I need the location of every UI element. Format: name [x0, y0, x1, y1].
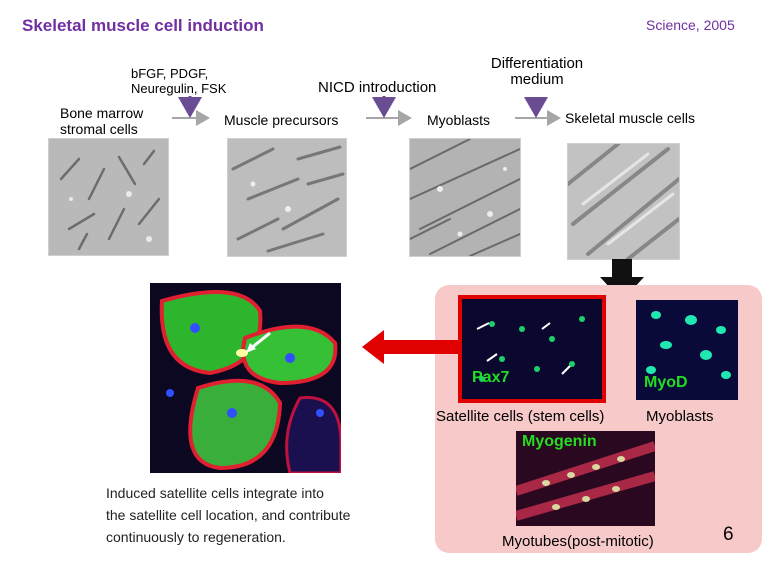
- page-number: 6: [723, 524, 734, 545]
- myogenin-marker-label: Myogenin: [522, 433, 597, 450]
- citation: Science, 2005: [646, 17, 735, 33]
- myod-image: MyoD: [636, 300, 738, 400]
- pax7-marker-label: Pax7: [472, 369, 510, 386]
- stage-precursors-label: Muscle precursors: [224, 112, 339, 128]
- myod-marker-label: MyoD: [644, 374, 688, 391]
- regeneration-caption: Induced satellite cells integrate into t…: [106, 485, 351, 545]
- myogenin-image: Myogenin: [516, 431, 655, 526]
- stage-skeletal-label: Skeletal muscle cells: [565, 110, 695, 126]
- pax7-image: Pax7: [458, 295, 606, 403]
- nicd-label: NICD introduction: [318, 79, 437, 96]
- myogenin-caption: Myotubes(post-mitotic): [502, 533, 654, 550]
- stage-bone-marrow-label: Bone marrow stromal cells: [60, 105, 144, 137]
- satellite-cell-fluorescence-image: [150, 283, 341, 473]
- red-arrow-icon: [362, 330, 460, 364]
- slide-title: Skeletal muscle cell induction: [22, 16, 264, 35]
- down-arrow-icon: [600, 259, 644, 301]
- micrograph-bone-marrow: [48, 138, 169, 256]
- micrograph-myoblasts: [409, 138, 521, 257]
- growth-factors-label: bFGF, PDGF, Neuregulin, FSK: [131, 66, 227, 96]
- stage-myoblasts-label: Myoblasts: [427, 112, 491, 128]
- myod-caption: Myoblasts: [646, 408, 714, 425]
- pax7-caption: Satellite cells (stem cells): [436, 408, 605, 425]
- micrograph-muscle-precursors: [227, 138, 347, 257]
- differentiation-label: Differentiation medium: [490, 55, 584, 88]
- micrograph-skeletal-muscle: [567, 143, 680, 260]
